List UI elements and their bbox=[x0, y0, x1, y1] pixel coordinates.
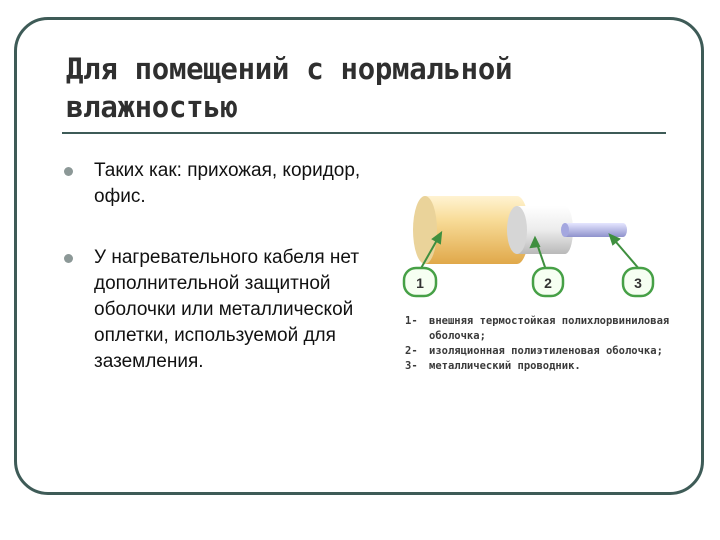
diagram-legend: 1- внешняя термостойкая поли­хлорвинилов… bbox=[405, 314, 685, 374]
callout-arrows bbox=[419, 230, 641, 271]
title-divider bbox=[62, 132, 666, 134]
callout-2: 2 bbox=[531, 266, 565, 298]
callout-3: 3 bbox=[621, 266, 655, 298]
bullet-dot-icon bbox=[64, 254, 73, 263]
legend-item: 1- внешняя термостойкая поли­хлорвинилов… bbox=[405, 314, 685, 344]
slide-frame bbox=[14, 17, 704, 495]
bullet-item: Таких как: прихожая, коридор, офис. bbox=[62, 158, 382, 210]
bullet-item: У нагревательного кабеля нет дополнитель… bbox=[62, 245, 382, 375]
callout-3-label: 3 bbox=[634, 275, 642, 291]
callout-2-label: 2 bbox=[544, 275, 552, 291]
cable-insulation bbox=[507, 206, 573, 254]
bullet-text: У нагревательного кабеля нет дополнитель… bbox=[94, 247, 360, 372]
callout-1-label: 1 bbox=[416, 275, 424, 291]
bullet-list: Таких как: прихожая, коридор, офис. У на… bbox=[62, 158, 382, 375]
legend-text: металлический проводник. bbox=[429, 360, 581, 372]
cable-diagram: 1 2 3 bbox=[402, 196, 655, 298]
legend-item: 2- изоляционная полиэтиленовая оболочка; bbox=[405, 344, 685, 359]
callout-1: 1 bbox=[402, 266, 438, 298]
cable-outer-sheath bbox=[413, 196, 529, 264]
bullet-text: Таких как: прихожая, коридор, офис. bbox=[94, 160, 361, 207]
legend-number: 1- bbox=[405, 315, 418, 327]
legend-item: 3- металлический проводник. bbox=[405, 359, 685, 374]
legend-number: 3- bbox=[405, 360, 418, 372]
cable-conductor bbox=[561, 223, 627, 237]
legend-text: внешняя термостойкая поли­хлорвиниловая … bbox=[429, 315, 670, 342]
legend-text: изоляционная полиэтиленовая оболочка; bbox=[429, 345, 663, 357]
slide-title: Для помещений с нормальной влажностью bbox=[66, 52, 513, 124]
legend-number: 2- bbox=[405, 345, 418, 357]
bullet-dot-icon bbox=[64, 167, 73, 176]
